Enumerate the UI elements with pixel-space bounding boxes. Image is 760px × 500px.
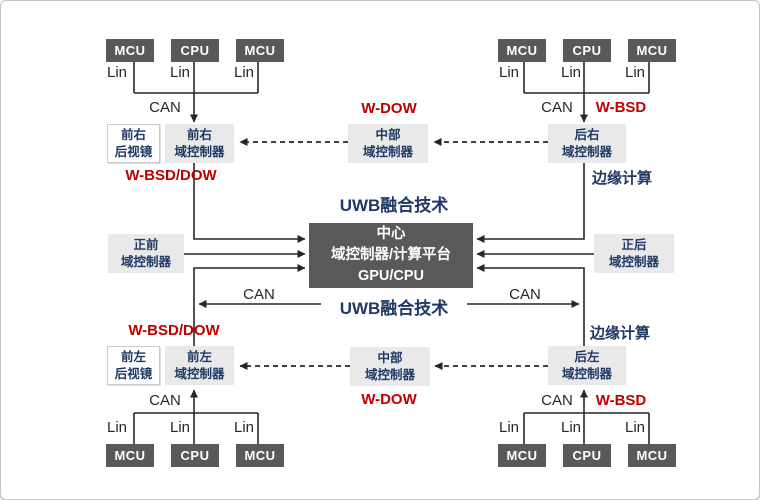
link-rear-left-to-center (476, 264, 585, 346)
wbsd-label: W-BSD (595, 392, 647, 409)
mcu-label: MCU (114, 43, 146, 58)
lin-label: Lin (624, 64, 646, 81)
link-rear-right-to-center (476, 163, 585, 243)
controller-label-line2: 域控制器 (608, 254, 659, 269)
cpu-label: CPU (180, 43, 210, 58)
uwb-label-bottom: UWB融合技术 (321, 294, 467, 319)
can-label: CAN (541, 392, 573, 409)
cpu-box: CPU (563, 39, 611, 62)
controller-label-line2: 域控制器 (364, 367, 415, 382)
cpu-box: CPU (563, 444, 611, 467)
controller-label-line1: 前右 (186, 128, 212, 143)
mcu-label: MCU (244, 448, 276, 463)
link-front-right-to-center (193, 163, 306, 243)
controller-rear-center: 正后 域控制器 (594, 234, 674, 273)
controller-label-line1: 中部 (375, 128, 401, 143)
controller-rear-left: 后左 域控制器 (548, 346, 626, 385)
mcu-box: MCU (106, 39, 154, 62)
mcu-box: MCU (498, 444, 546, 467)
controller-rear-right: 后右 域控制器 (548, 124, 626, 163)
mcu-label: MCU (506, 43, 538, 58)
controller-middle-bottom: 中部 域控制器 (350, 347, 430, 386)
tree-bottom-left (133, 412, 259, 444)
lin-label: Lin (106, 64, 128, 81)
controller-front-left-mirror: 前左 后视镜 (107, 346, 160, 385)
controller-front-center: 正前 域控制器 (108, 234, 184, 273)
mirror-label-line2: 后视镜 (114, 366, 153, 381)
wbsd-label: W-BSD (595, 99, 647, 116)
wdow-label-top: W-DOW (361, 100, 417, 117)
cpu-label: CPU (180, 448, 210, 463)
lin-label: Lin (498, 64, 520, 81)
mcu-label: MCU (636, 448, 668, 463)
can-bus-label-left: CAN (243, 286, 275, 303)
tree-top-right (523, 62, 650, 94)
edge-compute-label-top: 边缘计算 (591, 170, 652, 187)
mirror-label-line1: 前右 (120, 128, 146, 143)
wdow-label-bottom: W-DOW (361, 391, 417, 408)
controller-front-right: 前右 域控制器 (165, 124, 234, 163)
can-label: CAN (149, 99, 181, 116)
lin-label: Lin (169, 64, 191, 81)
controller-label-line1: 正后 (621, 238, 647, 253)
lin-label: Lin (624, 419, 646, 436)
controller-label-line2: 域控制器 (174, 144, 225, 159)
controller-label-line1: 中部 (377, 351, 403, 366)
controller-label-line1: 后右 (574, 128, 600, 143)
controller-label-line2: 域控制器 (561, 144, 612, 159)
mcu-label: MCU (636, 43, 668, 58)
center-label-line2: 域控制器/计算平台 (330, 246, 452, 263)
mcu-box: MCU (236, 39, 284, 62)
uwb-label-top: UWB融合技术 (339, 196, 449, 215)
controller-label-line2: 域控制器 (561, 366, 612, 381)
lin-label: Lin (560, 64, 582, 81)
lin-label: Lin (233, 419, 255, 436)
center-label-line1: 中心 (376, 225, 406, 242)
can-label: CAN (541, 99, 573, 116)
lin-label: Lin (560, 419, 582, 436)
controller-label-line1: 正前 (133, 238, 159, 253)
mcu-box: MCU (498, 39, 546, 62)
cpu-label: CPU (572, 43, 602, 58)
controller-middle-top: 中部 域控制器 (348, 124, 428, 163)
can-bus-label-right: CAN (509, 286, 541, 303)
mcu-label: MCU (506, 448, 538, 463)
tree-top-left (133, 62, 259, 94)
controller-label-line1: 后左 (574, 350, 600, 365)
cpu-box: CPU (171, 39, 219, 62)
can-label: CAN (149, 392, 181, 409)
tree-bottom-right (523, 412, 650, 444)
mirror-label-line2: 后视镜 (114, 144, 153, 159)
central-domain-controller: 中心 域控制器/计算平台 GPU/CPU (309, 223, 473, 288)
controller-front-right-mirror: 前右 后视镜 (107, 124, 160, 163)
edge-compute-label-bottom: 边缘计算 (589, 325, 650, 342)
mcu-box: MCU (236, 444, 284, 467)
controller-label-line2: 域控制器 (120, 254, 171, 269)
controller-label-line2: 域控制器 (362, 144, 413, 159)
mirror-label-line1: 前左 (120, 350, 146, 365)
lin-label: Lin (169, 419, 191, 436)
lin-label: Lin (106, 419, 128, 436)
controller-label-line1: 前左 (186, 350, 212, 365)
wbsd-dow-label-bottom: W-BSD/DOW (128, 322, 220, 339)
controller-label-line2: 域控制器 (174, 366, 225, 381)
lin-label: Lin (498, 419, 520, 436)
mcu-box: MCU (628, 39, 676, 62)
mcu-label: MCU (244, 43, 276, 58)
cpu-label: CPU (572, 448, 602, 463)
mcu-box: MCU (628, 444, 676, 467)
lin-label: Lin (233, 64, 255, 81)
cpu-box: CPU (171, 444, 219, 467)
center-label-line3: GPU/CPU (357, 268, 425, 284)
link-front-left-to-center (193, 264, 306, 346)
wbsd-dow-label-top: W-BSD/DOW (125, 167, 217, 184)
controller-front-left: 前左 域控制器 (165, 346, 234, 385)
mcu-box: MCU (106, 444, 154, 467)
mcu-label: MCU (114, 448, 146, 463)
